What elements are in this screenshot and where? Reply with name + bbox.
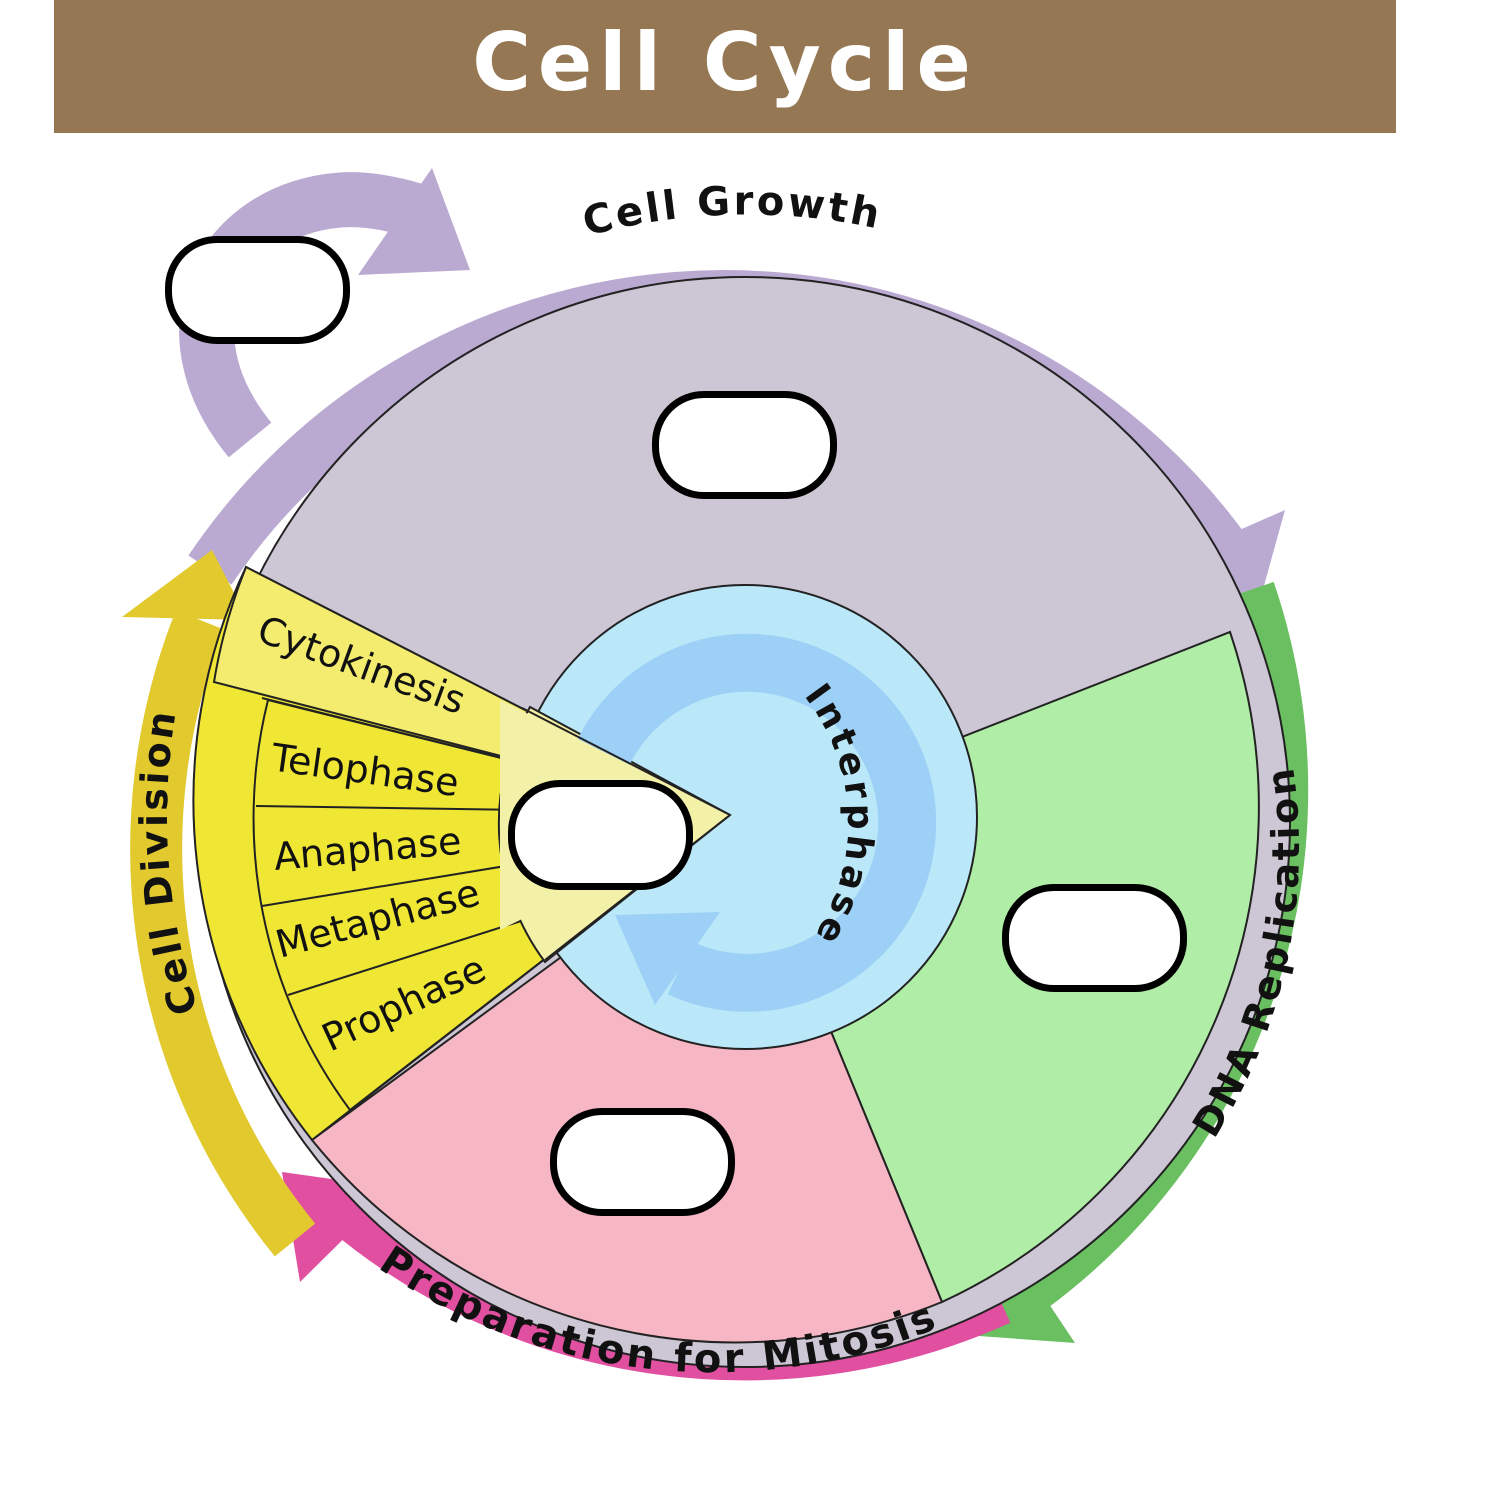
blank-label-box-s[interactable]: [1002, 884, 1187, 992]
title-banner: Cell Cycle: [54, 0, 1396, 133]
blank-label-box-g1[interactable]: [652, 391, 837, 499]
blank-label-box-m[interactable]: [508, 780, 693, 890]
blank-label-box-g0[interactable]: [165, 236, 350, 344]
cell-growth-label: Cell Growth: [578, 178, 886, 245]
page-title: Cell Cycle: [472, 16, 978, 109]
interphase-arrow: [573, 633, 937, 1012]
cell-division-arrow: [122, 550, 316, 1257]
phase-dividers: [255, 697, 731, 996]
blank-label-box-g2[interactable]: [550, 1108, 735, 1216]
